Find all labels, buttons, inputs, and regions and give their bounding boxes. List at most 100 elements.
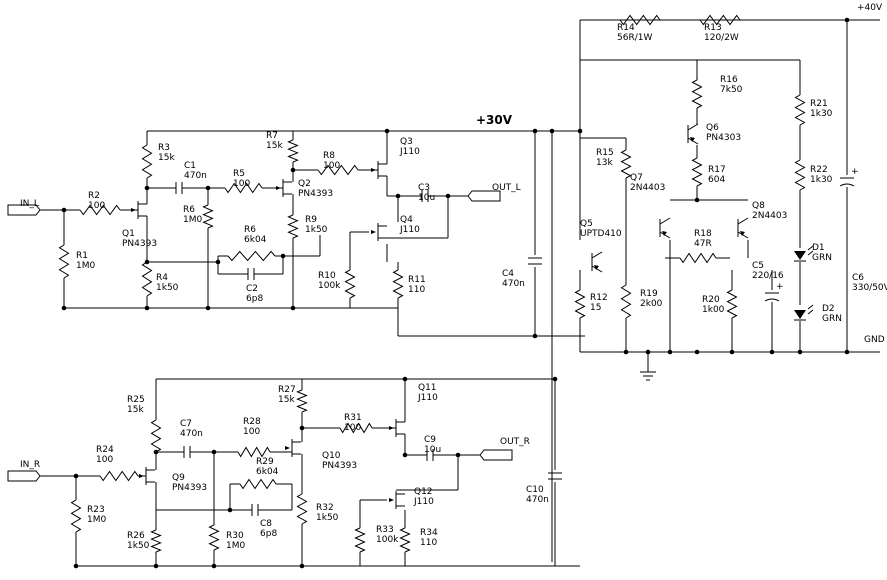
transistor-q8-emitter (737, 231, 749, 239)
label-q7-ref: Q7 (630, 173, 643, 183)
capacitor-c6-polarity: + (851, 167, 859, 177)
label-r16-value: 7k50 (720, 85, 743, 95)
label-r29-ref: R29 (256, 457, 274, 467)
label-r3-value: 15k (158, 153, 175, 163)
label-r5-ref: R5 (233, 169, 245, 179)
label-q8-ref: Q8 (752, 201, 765, 211)
resistor-r14 (619, 14, 661, 26)
port-in-l (7, 204, 41, 216)
label-r13-value: 120/2W (704, 33, 739, 43)
resistor-r1 (58, 244, 70, 279)
resistor-r7 (287, 139, 299, 163)
resistor-r17 (691, 157, 703, 187)
transistor-q6-arrow (690, 137, 695, 142)
label-c10-ref: C10 (526, 485, 544, 495)
resistor-r12 (574, 289, 586, 319)
label-q6-value: PN4303 (706, 133, 741, 143)
resistor-r6a (202, 204, 214, 229)
label-q11-value: J110 (417, 393, 438, 403)
junction-dot (552, 376, 558, 382)
resistor-r31 (339, 422, 373, 434)
label-r30-value: 1M0 (226, 541, 245, 551)
junction-dot (61, 305, 67, 311)
label-q3-value: J110 (399, 147, 420, 157)
label-r28-value: 100 (243, 427, 260, 437)
label-r9-ref: R9 (305, 215, 317, 225)
transistor-q5-emitter (591, 265, 603, 273)
label-r11-value: 110 (408, 285, 425, 295)
junction-dot (769, 349, 775, 355)
label-r29-value: 6k04 (256, 467, 279, 477)
label-c6-ref: C6 (852, 273, 864, 283)
label-q5-ref: Q5 (580, 219, 593, 229)
transistor-q9-gate-arrow (139, 474, 144, 478)
label-r21-ref: R21 (810, 99, 828, 109)
label-d2-value: GRN (822, 314, 842, 324)
label-r4-value: 1k50 (156, 283, 179, 293)
port-out-r-label: OUT_R (500, 437, 530, 447)
label-c9-ref: C9 (424, 435, 436, 445)
label-r32-value: 1k50 (316, 513, 339, 523)
label-c9-value: 10u (424, 445, 441, 455)
label-r31-ref: R31 (344, 413, 362, 423)
label-r2-value: 100 (88, 201, 105, 211)
label-r6a-value: 1M0 (183, 215, 202, 225)
label-q12-value: J110 (413, 497, 434, 507)
junction-dot (729, 349, 735, 355)
label-r18-value: 47R (694, 239, 712, 249)
label-q1-ref: Q1 (122, 229, 135, 239)
junction-dot (797, 349, 803, 355)
junction-dot (623, 349, 629, 355)
resistor-r10 (344, 269, 356, 299)
transistor-q6-collector (687, 123, 699, 131)
transistor-q6-emitter (687, 137, 699, 145)
label-c1-ref: C1 (184, 161, 196, 171)
label-r24-ref: R24 (96, 445, 114, 455)
resistor-r4 (141, 261, 153, 297)
label-d1-ref: D1 (812, 243, 825, 253)
transistor-q8-collector (737, 217, 749, 225)
label-r28-ref: R28 (243, 417, 261, 427)
label-c5-value: 220/16 (752, 271, 784, 281)
label-c8-value: 6p8 (260, 529, 277, 539)
transistor-q1-gate-arrow (131, 208, 136, 212)
transistor-q7-collector (659, 217, 671, 225)
label-c1-value: 470n (184, 171, 207, 181)
label-r22-value: 1k30 (810, 175, 833, 185)
label-c3-ref: C3 (418, 183, 430, 193)
diode-d2-light (807, 304, 814, 310)
label-c2-ref: C2 (246, 284, 258, 294)
junction-dot (532, 333, 538, 339)
port-out-l-label: OUT_L (492, 183, 521, 193)
label-r25-ref: R25 (127, 395, 145, 405)
components (7, 14, 855, 553)
labels: +40V +30V GND IN_L OUT_L IN_R OUT_R R210… (20, 3, 887, 551)
resistor-r15 (620, 149, 632, 179)
junction-dot (290, 305, 296, 311)
label-r31-value: 100 (344, 423, 361, 433)
resistor-r28 (237, 446, 271, 458)
label-r7-value: 15k (266, 141, 283, 151)
label-r33-value: 100k (376, 535, 399, 545)
transistor-q7-emitter (659, 231, 671, 239)
resistor-r22 (794, 159, 806, 191)
rail-plus40-label: +40V (857, 3, 883, 13)
label-r8-value: 100 (323, 161, 340, 171)
label-q10-value: PN4393 (322, 461, 357, 471)
transistor-q2-gate-arrow (276, 186, 281, 190)
label-q2-value: PN4393 (298, 189, 333, 199)
label-r12-value: 15 (590, 303, 601, 313)
resistor-r26 (150, 529, 162, 553)
label-d2-ref: D2 (822, 304, 835, 314)
port-out-r (479, 449, 513, 461)
label-r26-value: 1k50 (127, 541, 150, 551)
label-c7-ref: C7 (180, 419, 192, 429)
capacitor-c5-plate (764, 298, 780, 302)
junction-dot (844, 349, 850, 355)
label-r26-ref: R26 (127, 531, 145, 541)
transistor-q5-arrow (594, 265, 599, 270)
label-r27-value: 15k (278, 395, 295, 405)
label-c4-ref: C4 (502, 269, 514, 279)
label-q12-ref: Q12 (414, 487, 433, 497)
label-r6b-ref: R6 (244, 225, 256, 235)
